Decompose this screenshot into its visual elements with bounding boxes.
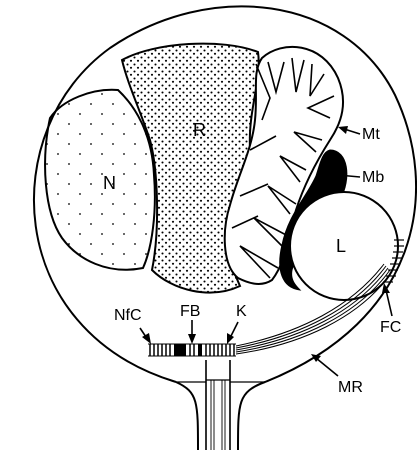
label-mitochondrion: Mt xyxy=(362,126,380,143)
label-microtubular-root: MR xyxy=(338,379,363,396)
flagellum xyxy=(176,360,265,450)
neck-left xyxy=(175,381,199,450)
label-kinetosome: K xyxy=(236,303,247,320)
leader-lines xyxy=(139,126,393,377)
label-microbody: Mb xyxy=(362,169,384,186)
label-flagellar-base: FB xyxy=(180,303,200,320)
label-ribosome-mass: R xyxy=(193,120,206,140)
nucleus xyxy=(44,88,156,271)
label-nucleus: N xyxy=(103,173,116,193)
basal-apparatus xyxy=(148,343,236,357)
microtubular-root xyxy=(235,263,393,355)
cell-outline xyxy=(32,5,417,450)
label-nuclear-flagellar-connector: NfC xyxy=(114,307,142,324)
label-flagellar-collar: FC xyxy=(380,319,401,336)
label-lipid-droplet: L xyxy=(336,236,346,256)
mitochondrion xyxy=(223,45,345,285)
